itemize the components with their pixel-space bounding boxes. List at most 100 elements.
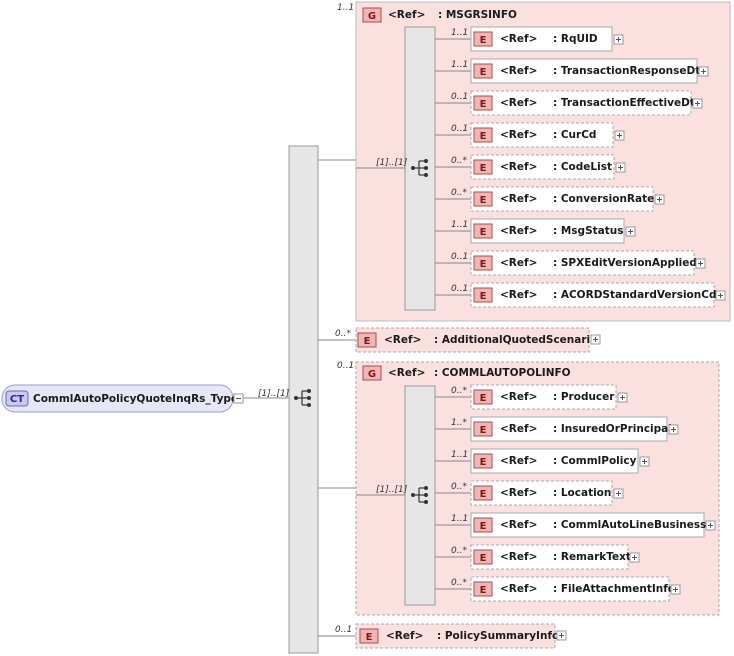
element-acordstandardversioncd[interactable]: E<Ref>: ACORDStandardVersionCd bbox=[470, 282, 716, 308]
element-ref: <Ref> bbox=[500, 519, 537, 531]
group-ref: <Ref> bbox=[388, 9, 425, 21]
element-badge: E bbox=[480, 131, 487, 142]
element-badge: E bbox=[480, 585, 487, 596]
element-msgstatus[interactable]: E<Ref>: MsgStatus bbox=[470, 218, 625, 244]
group-cardinality: 1..1 bbox=[337, 3, 354, 13]
element-name: : RemarkText bbox=[553, 551, 631, 563]
element-ref: <Ref> bbox=[500, 257, 537, 269]
element-ref: <Ref> bbox=[500, 289, 537, 301]
element-insuredorprincipal[interactable]: E <Ref> : InsuredOrPrincipal bbox=[470, 416, 672, 442]
element-badge: E bbox=[480, 489, 487, 500]
element-name: : AdditionalQuotedScenario bbox=[434, 334, 597, 346]
sequence-icon bbox=[411, 486, 428, 504]
expand-toggle[interactable] bbox=[639, 456, 650, 467]
expand-toggle[interactable] bbox=[590, 334, 601, 345]
element-ref: <Ref> bbox=[500, 423, 537, 435]
group-badge: G bbox=[368, 11, 376, 22]
element-ref: <Ref> bbox=[500, 583, 537, 595]
expand-toggle[interactable] bbox=[613, 488, 624, 499]
element-cardinality: 0..* bbox=[451, 156, 467, 166]
element-fileattachmentinfo[interactable]: E <Ref> : FileAttachmentInfo bbox=[470, 576, 675, 602]
element-name: : FileAttachmentInfo bbox=[553, 583, 675, 595]
element-remarktext[interactable]: E <Ref> : RemarkText bbox=[470, 544, 631, 570]
element-transactionresponsedt[interactable]: E <Ref> : TransactionResponseDt bbox=[470, 58, 700, 84]
msgrsinfo-sequence-compositor[interactable] bbox=[404, 26, 436, 311]
element-badge: E bbox=[366, 632, 373, 643]
element-conversionrate[interactable]: E<Ref>: ConversionRate bbox=[470, 186, 654, 212]
element-ref: <Ref> bbox=[500, 97, 537, 109]
root-expand-toggle[interactable] bbox=[233, 393, 244, 404]
element-ref: <Ref> bbox=[500, 193, 537, 205]
group-badge: G bbox=[368, 369, 376, 380]
element-curcd[interactable]: E<Ref>: CurCd bbox=[470, 122, 614, 148]
expand-toggle[interactable] bbox=[668, 424, 679, 435]
element-name: : ConversionRate bbox=[553, 193, 654, 205]
expand-toggle[interactable] bbox=[615, 162, 626, 173]
element-cardinality: 0..1 bbox=[451, 284, 468, 294]
element-commlautolinebusiness[interactable]: E<Ref>: CommlAutoLineBusiness bbox=[470, 512, 706, 538]
sequence-icon bbox=[294, 389, 311, 407]
expand-toggle[interactable] bbox=[698, 66, 709, 77]
element-commlpolicy[interactable]: E<Ref>: CommlPolicy bbox=[470, 448, 639, 474]
expand-toggle[interactable] bbox=[715, 290, 726, 301]
root-complex-type[interactable]: CT CommlAutoPolicyQuoteInqRs_Type bbox=[1, 384, 238, 413]
element-codelist[interactable]: E<Ref>: CodeList bbox=[470, 154, 615, 180]
element-badge: E bbox=[480, 67, 487, 78]
element-badge: E bbox=[480, 457, 487, 468]
element-ref: <Ref> bbox=[500, 391, 537, 403]
element-spxeditversionapplied[interactable]: E <Ref> : SPXEditVersionApplied bbox=[470, 250, 697, 276]
element-name: : InsuredOrPrincipal bbox=[553, 423, 672, 435]
element-name: : PolicySummaryInfo bbox=[437, 630, 559, 642]
element-name: : CodeList bbox=[553, 161, 612, 173]
element-cardinality: 0..* bbox=[335, 329, 351, 339]
expand-toggle[interactable] bbox=[556, 630, 567, 641]
element-ref: <Ref> bbox=[500, 33, 537, 45]
expand-toggle[interactable] bbox=[695, 258, 706, 269]
element-cardinality: 1..1 bbox=[451, 514, 468, 524]
group-cardinality: 0..1 bbox=[337, 361, 354, 371]
expand-toggle[interactable] bbox=[654, 194, 665, 205]
element-badge: E bbox=[480, 553, 487, 564]
element-badge: E bbox=[480, 425, 487, 436]
element-location[interactable]: E<Ref>: Location bbox=[470, 480, 613, 506]
expand-toggle[interactable] bbox=[705, 520, 716, 531]
element-name: : Location bbox=[553, 487, 611, 499]
commlautopolinfo-sequence-compositor[interactable] bbox=[404, 385, 436, 606]
root-type-name: CommlAutoPolicyQuoteInqRs_Type bbox=[33, 393, 238, 405]
element-ref: <Ref> bbox=[500, 551, 537, 563]
element-name: : MsgStatus bbox=[553, 225, 623, 237]
element-producer[interactable]: E<Ref>: Producer bbox=[470, 384, 617, 410]
element-cardinality: 0..* bbox=[451, 578, 467, 588]
expand-toggle[interactable] bbox=[617, 392, 628, 403]
element-name: : RqUID bbox=[553, 33, 598, 45]
element-name: : SPXEditVersionApplied bbox=[553, 257, 697, 269]
sequence-icon bbox=[411, 159, 428, 177]
expand-toggle[interactable] bbox=[614, 130, 625, 141]
expand-toggle[interactable] bbox=[670, 584, 681, 595]
element-ref: <Ref> bbox=[500, 161, 537, 173]
sequence-cardinality: [1]..[1] bbox=[376, 158, 408, 168]
expand-toggle[interactable] bbox=[625, 226, 636, 237]
element-policysummaryinfo[interactable]: E <Ref> : PolicySummaryInfo bbox=[355, 623, 559, 649]
element-additionalquotedscenario[interactable]: E <Ref> : AdditionalQuotedScenario bbox=[355, 327, 597, 353]
element-badge: E bbox=[480, 35, 487, 46]
element-badge: E bbox=[480, 99, 487, 110]
group-name: : MSGRSINFO bbox=[438, 9, 517, 21]
main-sequence-compositor[interactable] bbox=[288, 145, 319, 654]
element-ref: <Ref> bbox=[500, 65, 537, 77]
element-cardinality: 1..1 bbox=[451, 450, 468, 460]
element-name: : TransactionResponseDt bbox=[553, 65, 700, 77]
expand-toggle[interactable] bbox=[629, 552, 640, 563]
element-badge: E bbox=[480, 259, 487, 270]
element-cardinality: 0..* bbox=[451, 482, 467, 492]
element-cardinality: 1..1 bbox=[451, 60, 468, 70]
element-rquid[interactable]: E <Ref> : RqUID bbox=[470, 26, 613, 52]
element-badge: E bbox=[480, 521, 487, 532]
element-transactioneffectivedt[interactable]: E<Ref>: TransactionEffectiveDt bbox=[470, 90, 695, 116]
element-cardinality: 0..* bbox=[451, 546, 467, 556]
expand-toggle[interactable] bbox=[692, 98, 703, 109]
element-name: : CommlPolicy bbox=[553, 455, 637, 467]
expand-toggle[interactable] bbox=[613, 34, 624, 45]
